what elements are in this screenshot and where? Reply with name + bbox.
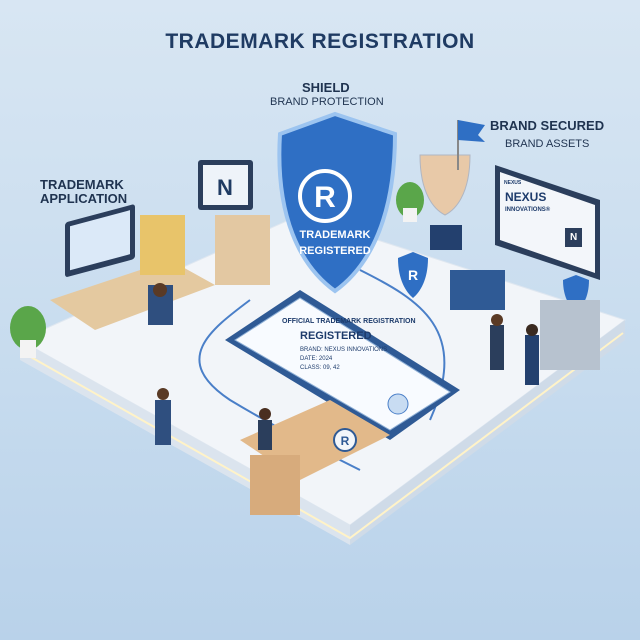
plant-icon [10,306,46,350]
shield-label: SHIELD [302,80,350,95]
application-label: TRADEMARK APPLICATION [40,177,128,206]
seal-icon [387,393,409,415]
desk-front-side [250,455,300,515]
page-title: TRADEMARK REGISTRATION [165,30,475,53]
flag-icon [458,120,485,142]
shield-group: R TRADEMARK REGISTERED [277,111,398,294]
website-brand-sub: INNOVATIONS® [505,207,551,213]
shield-text: REGISTERED [299,245,371,257]
person-head [491,314,503,326]
trophy-icon [419,154,471,216]
desk-left [50,260,215,330]
brand-secured-label: BRAND SECURED [490,118,605,133]
registered-circle [298,169,352,223]
cabinet [215,215,270,285]
registered-icon [333,428,357,452]
website-page [500,172,595,273]
certificate-brand: BRAND: NEXUS INNOVATIONS [300,347,388,353]
safe [540,300,600,370]
certificate-class: CLASS: 09, 42 [300,365,340,371]
person-celebrating [525,335,539,385]
shield-icon [277,111,398,294]
books [450,270,505,310]
monitor-logo: N [217,175,233,200]
laptop-screen [70,210,130,271]
certificate-heading: OFFICIAL TRADEMARK REGISTRATION [282,318,416,325]
website-nav[interactable]: NEXUS [504,180,522,186]
registered-symbol: R [341,434,350,448]
folders [140,215,185,275]
person-celebrating [490,325,504,370]
plant-pot [403,208,417,222]
trophy-base [430,225,462,250]
certificate-status: REGISTERED [300,330,372,342]
person-woman [258,420,272,450]
small-shield-icon [398,252,428,298]
shield-text: TRADEMARK [300,229,371,241]
certificate-date: DATE: 2024 [300,356,333,362]
platform-glow [21,332,624,540]
shield-symbol: R [314,181,336,214]
website-logo: N [565,228,583,247]
small-shield-symbol: R [408,267,418,283]
person-reading [155,400,171,445]
platform-edge [350,320,625,545]
person-head [259,408,271,420]
person-head [526,324,538,336]
plant-pot [20,340,36,358]
brand-assets-label: BRAND ASSETS [505,138,590,150]
person-head [157,388,169,400]
website-brand-name: NEXUS [505,190,547,204]
shield-sublabel: BRAND PROTECTION [270,96,384,108]
person-head [153,283,167,297]
monitor-screen [203,165,248,205]
